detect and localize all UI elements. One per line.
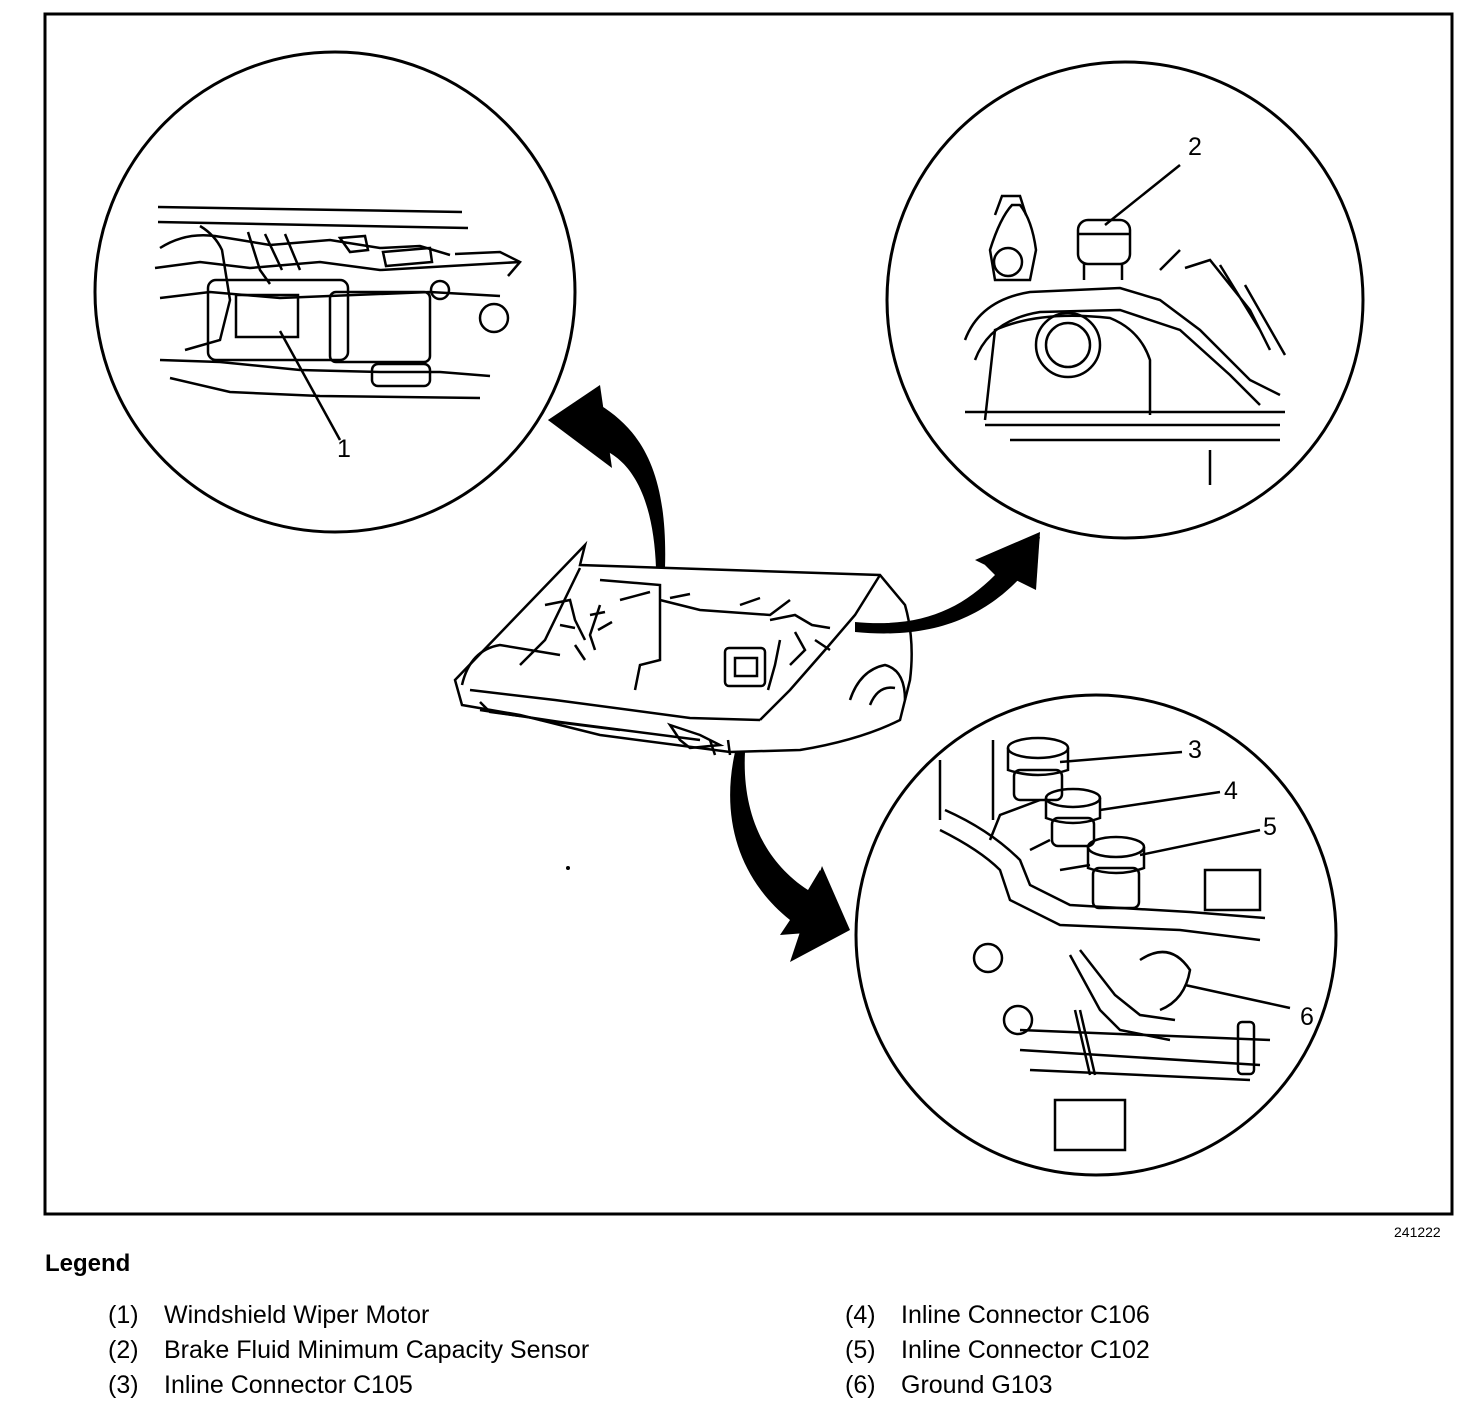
legend-item-6: (6) Ground G103 <box>845 1371 1053 1400</box>
legend-item-label: Ground G103 <box>901 1371 1053 1399</box>
arrow-to-detail-1 <box>548 385 666 568</box>
detail-view-connectors: 3 4 5 6 <box>854 693 1338 1177</box>
callout-4: 4 <box>1224 777 1238 805</box>
callout-5: 5 <box>1263 813 1277 841</box>
diagram-figure: 1 2 <box>43 12 1454 1216</box>
legend-item-label: Inline Connector C105 <box>164 1371 413 1399</box>
legend-item-3: (3) Inline Connector C105 <box>108 1371 413 1400</box>
legend-item-5: (5) Inline Connector C102 <box>845 1336 1150 1365</box>
stray-dot <box>566 866 570 870</box>
legend-item-number: (3) <box>108 1371 139 1399</box>
figure-id: 241222 <box>1394 1224 1441 1240</box>
legend-item-label: Brake Fluid Minimum Capacity Sensor <box>164 1336 590 1364</box>
detail-view-wiper-motor: 1 <box>93 50 577 534</box>
legend-item-number: (2) <box>108 1336 139 1364</box>
figure-frame <box>43 12 1454 1216</box>
legend-item-number: (6) <box>845 1371 876 1399</box>
legend-title: Legend <box>45 1250 131 1277</box>
legend-item-2: (2) Brake Fluid Minimum Capacity Sensor <box>108 1336 589 1365</box>
detail-view-brake-fluid-sensor: 2 <box>885 60 1365 540</box>
legend-item-label: Windshield Wiper Motor <box>164 1301 430 1329</box>
arrow-to-detail-3 <box>730 752 850 962</box>
arrow-to-detail-2 <box>855 532 1040 634</box>
legend-item-1: (1) Windshield Wiper Motor <box>108 1301 429 1330</box>
legend-item-number: (5) <box>845 1336 876 1364</box>
callout-6: 6 <box>1300 1003 1314 1031</box>
legend-item-label: Inline Connector C102 <box>901 1336 1150 1364</box>
callout-3: 3 <box>1188 736 1202 764</box>
legend-item-number: (4) <box>845 1301 876 1329</box>
legend-item-4: (4) Inline Connector C106 <box>845 1301 1150 1330</box>
legend-item-label: Inline Connector C106 <box>901 1301 1150 1329</box>
legend-item-number: (1) <box>108 1301 139 1329</box>
callout-1: 1 <box>337 435 351 463</box>
callout-2: 2 <box>1188 133 1202 161</box>
vehicle-front-end <box>453 540 913 756</box>
